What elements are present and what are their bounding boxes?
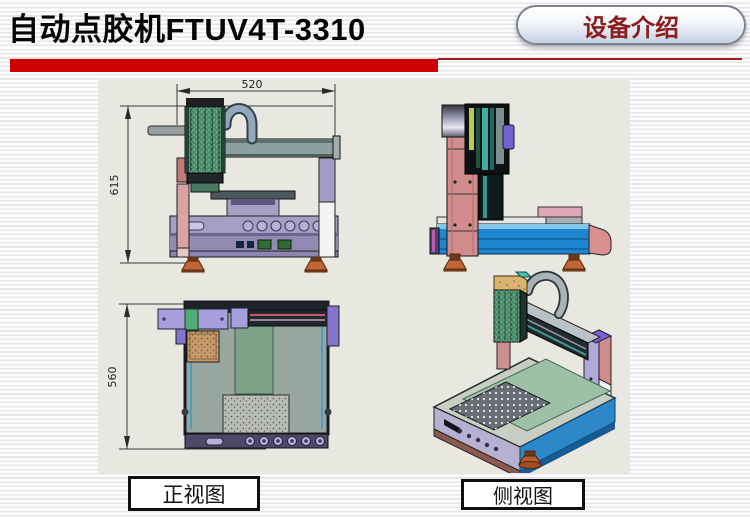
dim-560-label: 560 — [106, 367, 119, 388]
isometric-view-drawing — [432, 271, 617, 479]
drawing-panel: 520 615 560 — [98, 78, 630, 479]
top-view-drawing — [157, 300, 340, 449]
dimension-615: 615 — [108, 105, 333, 264]
section-badge: 设备介绍 — [516, 5, 746, 45]
side-view-caption: 侧视图 — [461, 479, 585, 510]
top-perforated-plate — [222, 394, 290, 434]
front-base — [169, 215, 339, 258]
front-right-pillar — [318, 157, 336, 258]
front-dispense-head — [184, 98, 226, 193]
front-left-arm — [147, 125, 191, 136]
side-feet — [443, 253, 586, 272]
side-view-drawing — [429, 103, 612, 272]
side-view-caption-label: 侧视图 — [493, 486, 553, 508]
front-view-drawing — [147, 98, 341, 273]
top-connector-strip — [184, 433, 329, 449]
cad-drawing: 520 615 560 — [106, 78, 617, 479]
iso-foot — [518, 450, 542, 469]
front-feet — [181, 256, 328, 273]
side-end-bracket — [588, 224, 612, 256]
title-accent-rule — [438, 58, 742, 60]
front-cable-loop — [220, 103, 258, 145]
page-title: 自动点胶机FTUV4T-3310 — [8, 12, 366, 47]
section-badge-label: 设备介绍 — [583, 15, 679, 42]
front-view-caption: 正视图 — [128, 476, 260, 511]
top-rail-dark — [185, 302, 328, 313]
iso-platform — [432, 357, 617, 479]
front-x-beam — [202, 135, 341, 160]
side-z-assembly — [464, 103, 515, 221]
side-table — [537, 206, 583, 225]
top-head-block — [186, 330, 220, 363]
side-motor-cap — [441, 104, 467, 138]
side-knob — [502, 124, 515, 150]
front-view-caption-label: 正视图 — [162, 482, 226, 507]
top-carriages — [157, 305, 340, 347]
front-worktable — [210, 190, 296, 217]
dim-615-label: 615 — [108, 175, 121, 196]
iso-dispense-head — [493, 271, 569, 370]
title-accent-bar — [10, 59, 438, 72]
dimension-520: 520 — [176, 78, 336, 137]
dim-520-label: 520 — [242, 79, 263, 91]
